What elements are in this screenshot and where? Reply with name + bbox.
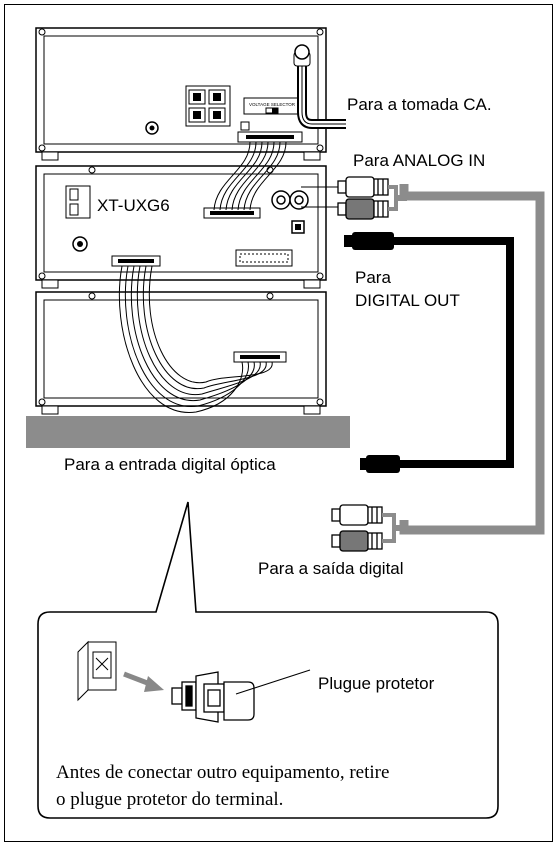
optical-cable [394, 237, 514, 468]
top-unit: VOLTAGE SELECTOR [35, 27, 346, 161]
optical-plug-bottom [360, 455, 400, 473]
digital-out-label-line1: Para [355, 268, 391, 287]
detail-callout: Plugue protetor Antes de conectar outro … [37, 501, 499, 819]
analog-cable [399, 184, 545, 535]
page-frame [4, 4, 553, 842]
protective-plug-icon [171, 669, 311, 723]
analog-rca-plugs-top [301, 176, 407, 220]
model-label: XT-UXG6 [97, 196, 170, 215]
analog-in-label: Para ANALOG IN [353, 151, 485, 170]
digital-out-label-line2: DIGITAL OUT [355, 291, 460, 310]
ribbon-cable [118, 265, 273, 413]
ac-outlet-label: Para a tomada CA. [347, 95, 492, 114]
optical-plug-top [344, 232, 394, 250]
arrow-icon [123, 671, 164, 692]
note-line-2: o plugue protetor do terminal. [56, 789, 283, 810]
bottom-unit [35, 291, 327, 415]
note-line-1: Antes de conectar outro equipamento, ret… [56, 762, 389, 783]
protective-plug-label: Plugue protetor [318, 674, 435, 693]
ribbon-cable [213, 141, 287, 211]
middle-unit [35, 165, 327, 289]
voltage-selector-label: VOLTAGE SELECTOR [249, 102, 296, 107]
shelf [26, 416, 350, 448]
speaker-terminals [185, 85, 231, 127]
digital-output-label: Para a saída digital [258, 559, 404, 578]
ac-power-cord [293, 44, 346, 129]
analog-rca-plugs-bottom [331, 504, 404, 552]
optical-port-icon [77, 640, 117, 702]
optical-input-label: Para a entrada digital óptica [64, 455, 276, 474]
